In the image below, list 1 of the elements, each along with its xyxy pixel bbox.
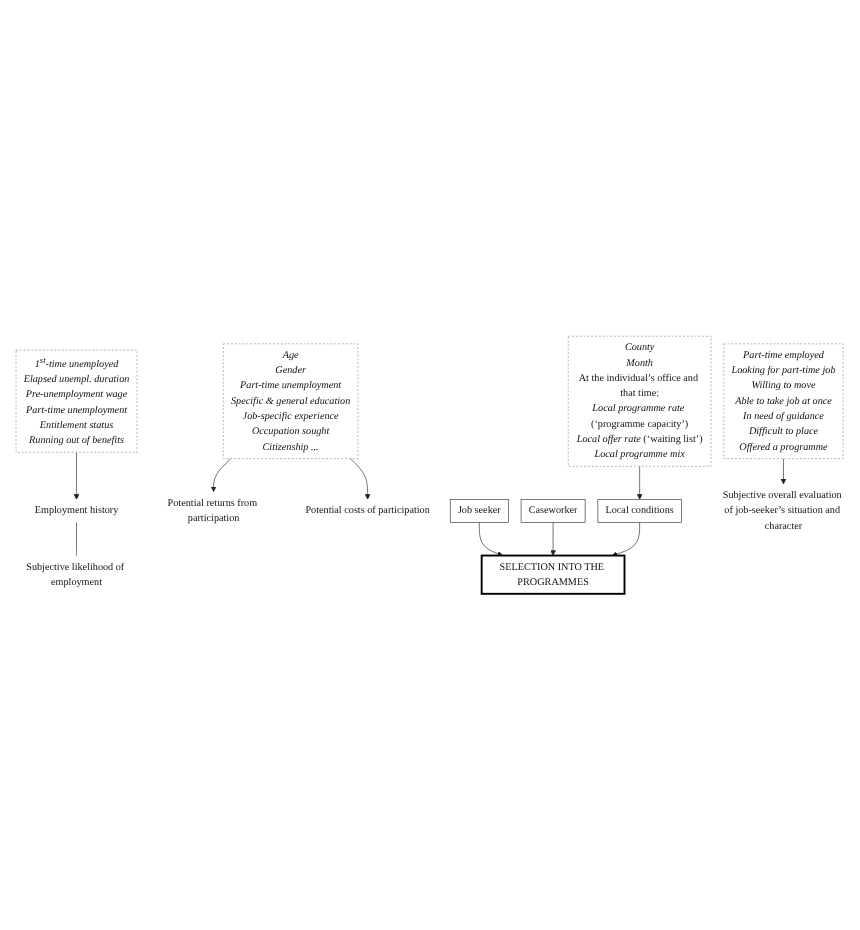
connector xyxy=(76,522,77,556)
